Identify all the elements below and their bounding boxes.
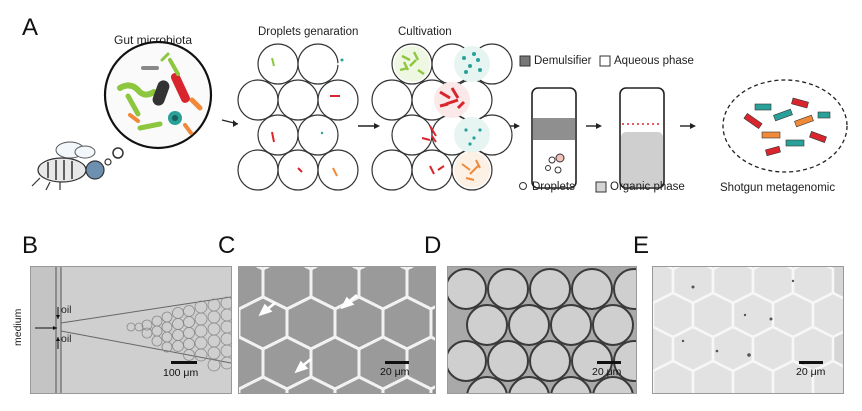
arrow-icon bbox=[258, 293, 358, 374]
panel-d-micrograph bbox=[447, 266, 637, 394]
droplets-swatch bbox=[519, 182, 527, 190]
droplets-generation-cells bbox=[271, 57, 344, 177]
panel-b-letter: B bbox=[22, 232, 39, 259]
demulsifier-label: Demulsifier bbox=[534, 55, 592, 67]
tube-2-icon bbox=[619, 87, 665, 189]
droplets-generation-label: Droplets genaration bbox=[258, 26, 359, 38]
panel-c-scale-label: 20 μm bbox=[380, 366, 410, 378]
panel-e-letter: E bbox=[633, 232, 650, 259]
droplets-generation-grid bbox=[237, 43, 359, 191]
panel-b-scale-label: 100 μm bbox=[163, 367, 199, 379]
panel-e-scale-bar bbox=[799, 361, 823, 364]
organic-swatch bbox=[595, 181, 607, 193]
aqueous-swatch bbox=[599, 55, 611, 67]
cultivation-label: Cultivation bbox=[398, 26, 452, 38]
panel-c-letter: C bbox=[218, 232, 236, 259]
panel-b-micrograph bbox=[30, 266, 232, 394]
bee-icon bbox=[31, 141, 105, 191]
oil-bottom-label: oil bbox=[61, 333, 72, 345]
panel-a-letter: A bbox=[22, 14, 39, 41]
tube-1-icon bbox=[531, 87, 577, 189]
demulsifier-swatch bbox=[519, 55, 531, 67]
panel-a-illustration bbox=[31, 40, 848, 193]
panel-d-scale-bar bbox=[597, 361, 621, 364]
panel-e-scale-label: 20 μm bbox=[796, 366, 826, 378]
panel-c-scale-bar bbox=[385, 361, 409, 364]
panel-d-scale-label: 20 μm bbox=[592, 366, 622, 378]
panel-b-scale-bar bbox=[171, 361, 197, 364]
panel-e-micrograph bbox=[652, 266, 844, 394]
shotgun-ellipse bbox=[722, 79, 848, 173]
shotgun-metagenomic-label: Shotgun metagenomic bbox=[720, 182, 836, 194]
panel-c-micrograph bbox=[238, 266, 436, 394]
panel-d-letter: D bbox=[424, 232, 442, 259]
organic-phase-label: Organic phase bbox=[610, 181, 685, 193]
oil-top-label: oil bbox=[61, 304, 72, 316]
droplets-legend-label: Droplets bbox=[532, 181, 575, 193]
gut-circle bbox=[103, 40, 213, 150]
aqueous-phase-label: Aqueous phase bbox=[614, 55, 694, 67]
cultivation-cells bbox=[394, 46, 490, 188]
medium-label: medium bbox=[12, 308, 24, 346]
